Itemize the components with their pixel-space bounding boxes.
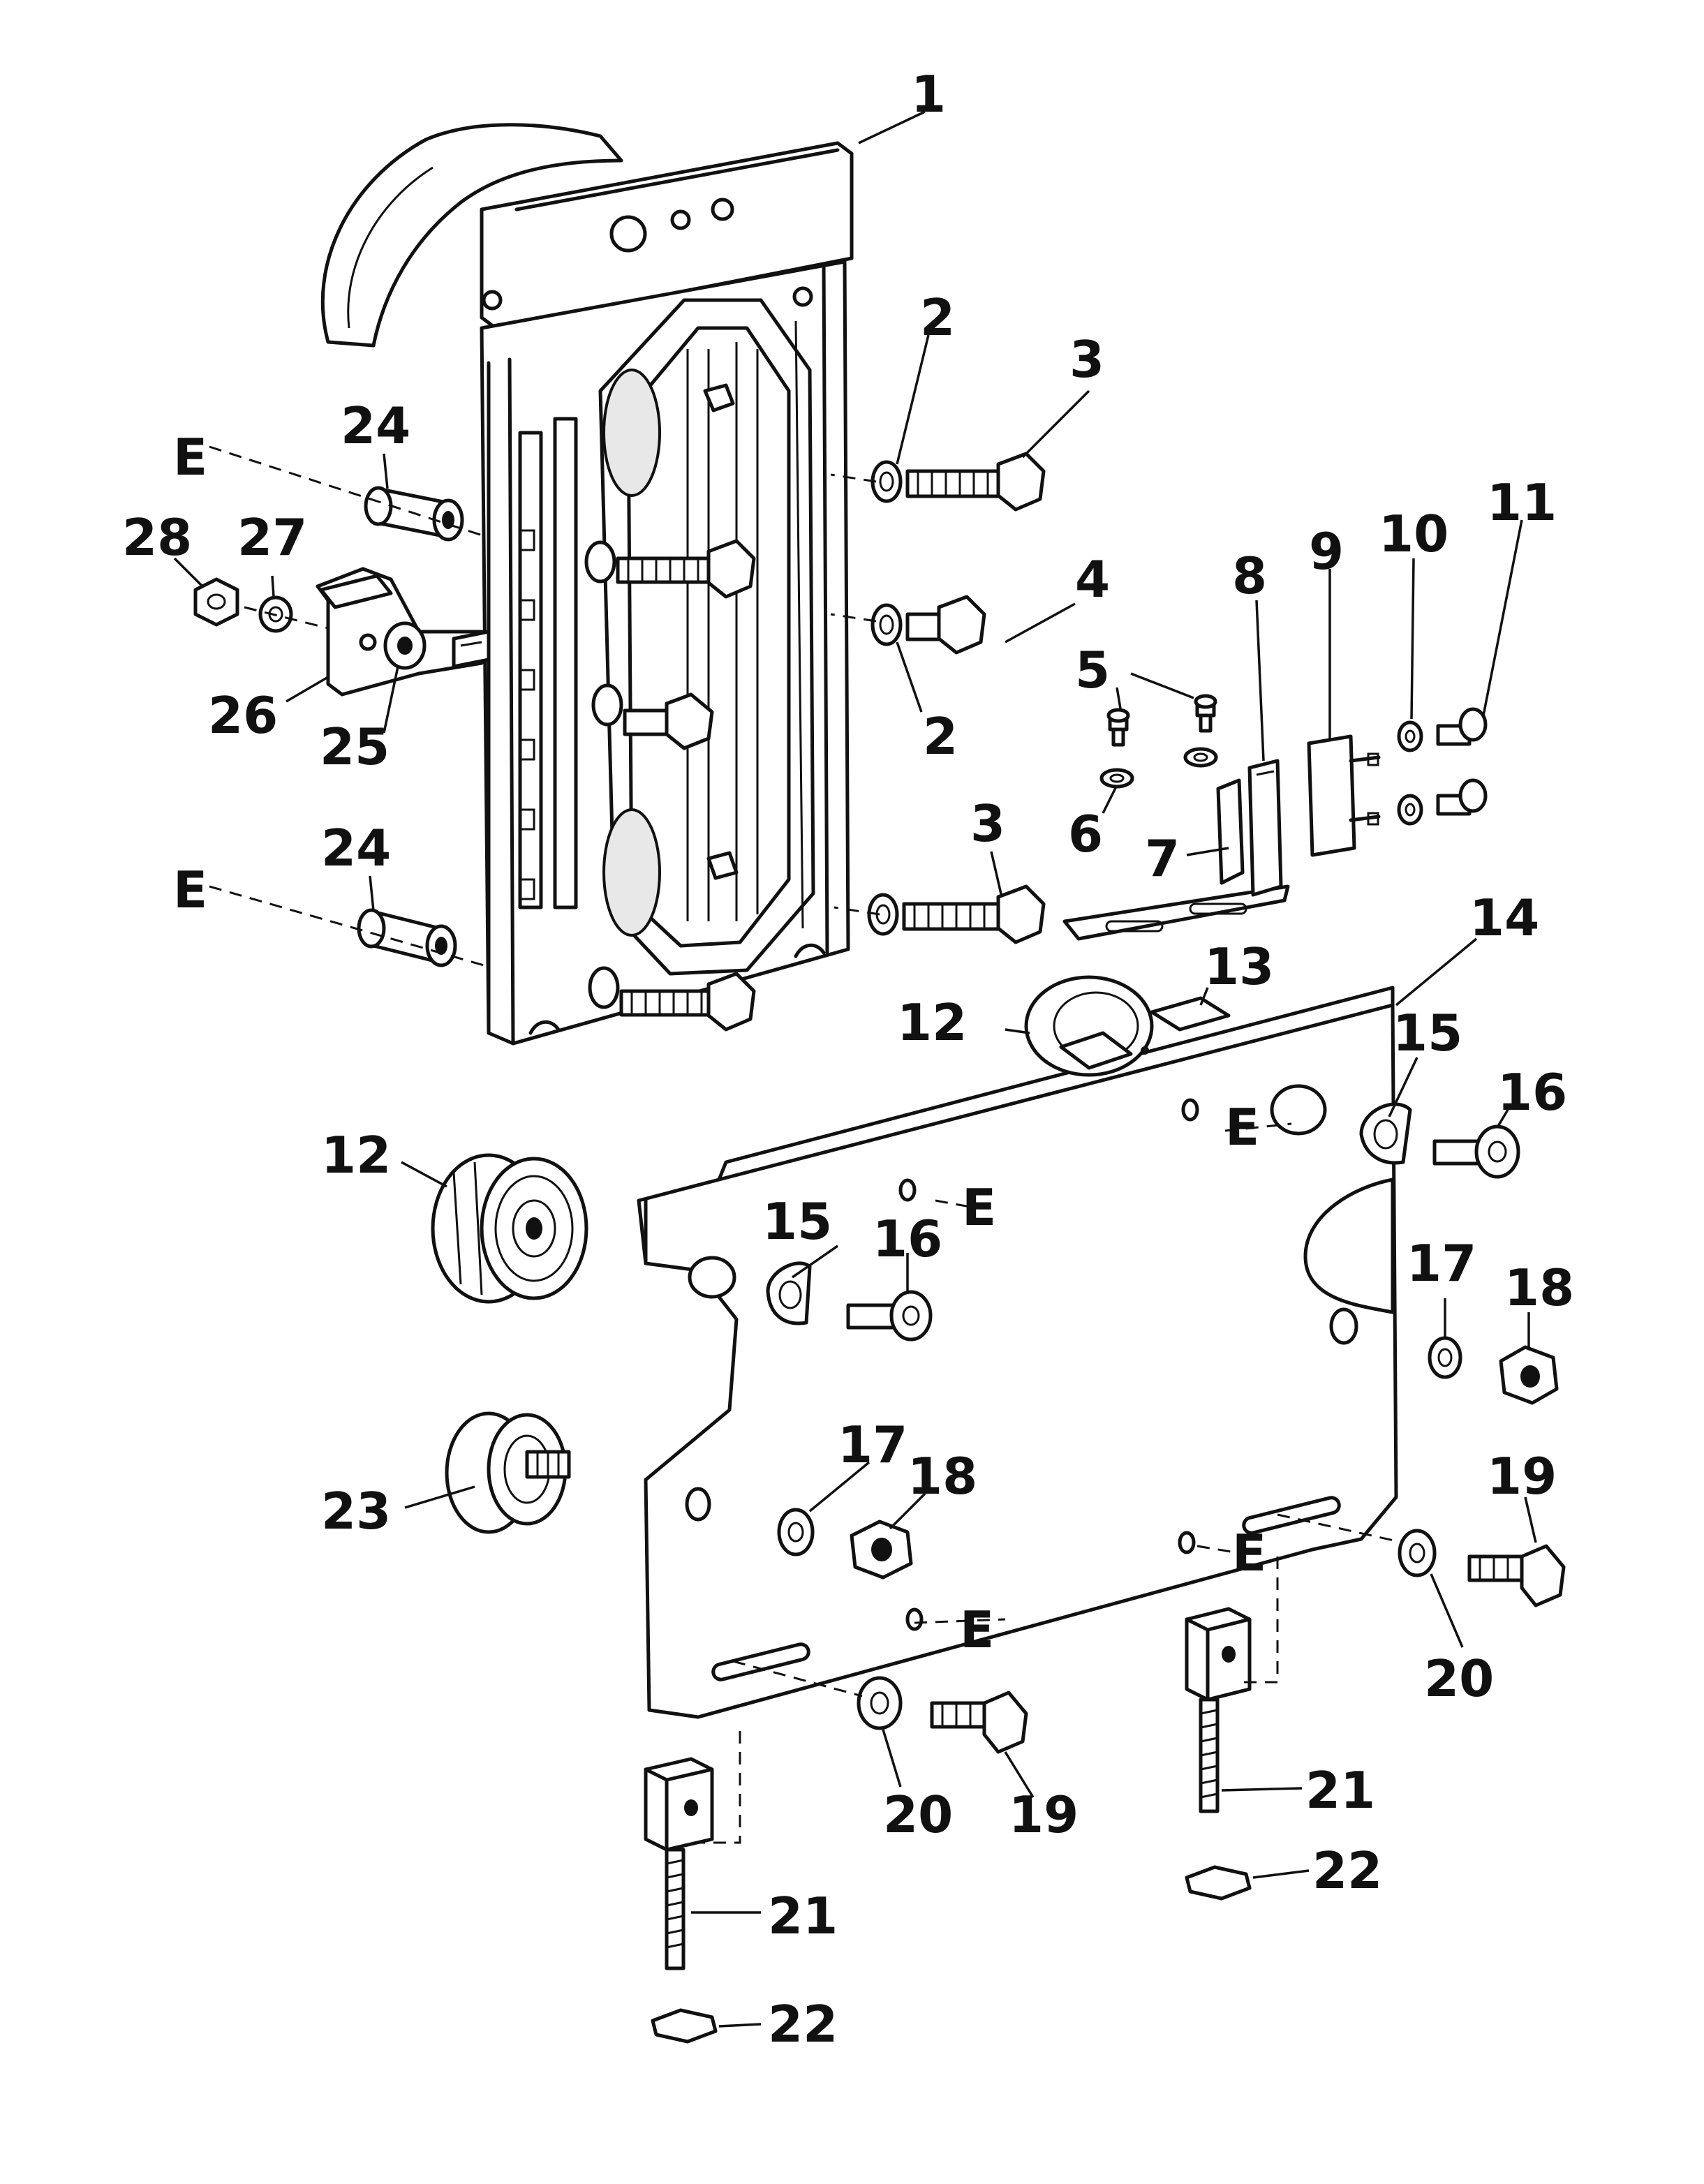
callout-16: 16 xyxy=(1497,1063,1567,1122)
plate-hardware xyxy=(766,1102,1566,1754)
pulley-upper xyxy=(1024,975,1231,1077)
callout-4: 4 xyxy=(1075,550,1110,609)
callout-20: 20 xyxy=(883,1785,953,1844)
switch-parts xyxy=(1062,694,1488,941)
callout-2: 2 xyxy=(920,288,955,347)
callout-15: 15 xyxy=(762,1192,832,1251)
callout-E: E xyxy=(962,1178,996,1237)
callout-12: 12 xyxy=(321,1126,391,1184)
callout-E: E xyxy=(960,1600,994,1659)
callout-E: E xyxy=(1225,1098,1259,1157)
callout-18: 18 xyxy=(1504,1258,1574,1317)
callout-21: 21 xyxy=(1305,1761,1375,1820)
leader-lines xyxy=(173,110,1537,2028)
callout-19: 19 xyxy=(1487,1447,1557,1506)
callout-3: 3 xyxy=(970,794,1005,853)
callout-E: E xyxy=(1232,1524,1266,1582)
pulley-12 xyxy=(431,1153,588,1304)
callout-5: 5 xyxy=(1075,641,1110,699)
callout-24: 24 xyxy=(321,819,391,877)
callout-18: 18 xyxy=(907,1447,977,1506)
callout-22: 22 xyxy=(1312,1841,1382,1900)
callout-9: 9 xyxy=(1309,522,1344,581)
callout-24: 24 xyxy=(341,396,410,455)
callout-12: 12 xyxy=(897,993,967,1052)
callout-E: E xyxy=(173,428,207,486)
callout-20: 20 xyxy=(1424,1649,1494,1708)
callout-13: 13 xyxy=(1204,937,1274,996)
callout-23: 23 xyxy=(321,1482,391,1540)
callout-15: 15 xyxy=(1393,1004,1462,1062)
callout-3: 3 xyxy=(1069,330,1104,389)
callout-2: 2 xyxy=(923,707,958,766)
base-plate xyxy=(637,986,1398,1719)
callout-6: 6 xyxy=(1068,805,1103,863)
callout-labels: 1 2 3 4 2 5 6 7 8 9 10 11 3 14 13 12 24 … xyxy=(122,65,1574,2053)
pulley-23 xyxy=(445,1411,571,1534)
callout-22: 22 xyxy=(768,1995,838,2053)
assembly-lines xyxy=(209,445,1404,1844)
callout-1: 1 xyxy=(911,65,946,124)
callout-25: 25 xyxy=(320,718,390,776)
callout-17: 17 xyxy=(838,1416,907,1474)
callout-26: 26 xyxy=(208,686,278,745)
callout-10: 10 xyxy=(1379,505,1449,563)
callout-11: 11 xyxy=(1487,473,1557,532)
studs-and-nuts xyxy=(644,1607,1252,2044)
callout-16: 16 xyxy=(873,1210,942,1268)
callout-7: 7 xyxy=(1145,829,1180,888)
carriage-fasteners xyxy=(584,452,1046,1032)
callout-21: 21 xyxy=(768,1887,838,1945)
callout-E: E xyxy=(173,861,207,919)
callout-8: 8 xyxy=(1232,547,1267,605)
carriage-assembly xyxy=(320,123,854,1046)
callout-27: 27 xyxy=(237,508,307,567)
left-side-parts xyxy=(193,486,491,967)
callout-19: 19 xyxy=(1009,1785,1079,1844)
callout-28: 28 xyxy=(122,508,192,567)
callout-14: 14 xyxy=(1469,889,1539,947)
callout-17: 17 xyxy=(1407,1234,1476,1293)
